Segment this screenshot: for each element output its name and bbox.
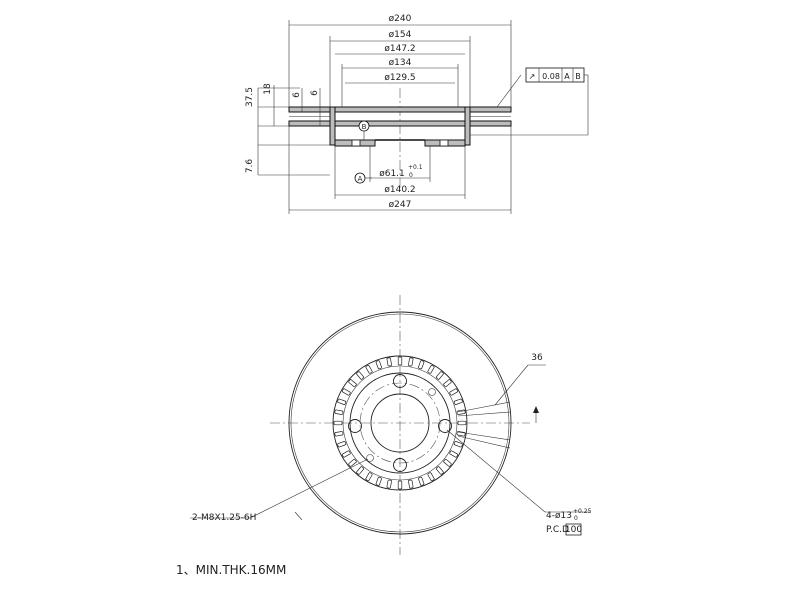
cooling-vanes <box>333 356 467 490</box>
vane-slot <box>443 458 452 467</box>
pcd-value: 100 <box>565 525 582 535</box>
pcd-label: P.C.D <box>546 525 569 535</box>
tolerance-datum-b: B <box>575 72 581 81</box>
datum-b-label: B <box>362 123 367 131</box>
vane-slot <box>341 388 351 396</box>
vane-slot <box>397 480 403 490</box>
dim-text-61: ø61.1 <box>379 169 405 179</box>
vane-slot <box>457 420 467 426</box>
vane-slot <box>365 472 373 482</box>
dim-text-134: ø134 <box>389 58 412 68</box>
datum-a-label: A <box>358 175 363 183</box>
vane-slot <box>443 379 452 388</box>
vane-slot <box>418 476 425 486</box>
dim-text-240: ø240 <box>389 14 412 24</box>
section-arrow-line <box>294 511 303 521</box>
hub-circle <box>349 372 451 474</box>
dim-text-147: ø147.2 <box>384 44 415 54</box>
vane-slot <box>435 371 444 380</box>
vane-slot <box>337 441 347 448</box>
hole-spec-lower-tol: 0 <box>574 515 578 522</box>
vane-slot <box>356 466 365 475</box>
vane-ring-inner <box>342 365 458 481</box>
dim-text-18: 18 <box>263 83 273 95</box>
bolt-hole-section-left <box>351 139 361 147</box>
bolt-hole-bottom <box>393 458 407 472</box>
vane-slot <box>408 357 414 367</box>
plan-view: 36 2-M8X1.25-6H 4-ø13 +0.25 0 P.C.D 100 <box>190 295 592 555</box>
bolt-hole-top <box>393 374 407 388</box>
section-view: ø240 ø154 ø147.2 ø134 ø129.5 ø61.1 +0.1 … <box>245 14 589 214</box>
disc-outer-edge <box>288 311 512 535</box>
thread-hole-upper-right <box>428 388 436 396</box>
vane-slot <box>427 472 435 482</box>
vane-slot <box>375 360 382 370</box>
pcd-value-box <box>565 523 582 536</box>
dim-text-140: ø140.2 <box>384 185 415 195</box>
runout-symbol-icon: ↗ <box>529 72 536 81</box>
min-thickness-note: 1、MIN.THK.16MM <box>176 563 286 577</box>
vane-slot <box>418 360 425 370</box>
bolt-hole-section-right <box>439 139 449 147</box>
vane-slot <box>453 398 463 405</box>
hat-wall-left <box>329 106 336 146</box>
tolerance-value: 0.08 <box>542 72 560 81</box>
vane-slot <box>348 379 357 388</box>
bolt-hole-right <box>438 419 452 433</box>
top-friction-face <box>288 106 512 113</box>
dim-text-129: ø129.5 <box>384 73 415 83</box>
vane-slot <box>386 357 392 367</box>
dim-text-154: ø154 <box>389 30 412 40</box>
vane-slot <box>397 356 403 366</box>
vane-slot <box>408 479 414 489</box>
dim-text-6b: 6 <box>310 90 320 96</box>
dim-text-37: 37.5 <box>245 87 255 107</box>
vane-count-leader <box>494 364 529 406</box>
bottom-friction-face <box>288 120 512 127</box>
vane-slot <box>449 450 459 458</box>
dim-text-6a: 6 <box>292 92 302 98</box>
vane-line-c <box>457 431 511 441</box>
pcd-circle <box>359 382 441 464</box>
thread-hole-lower-left <box>366 454 374 462</box>
vane-slot <box>427 364 435 374</box>
vane-line-a <box>457 401 511 413</box>
vane-slot <box>337 398 347 405</box>
vane-slot <box>334 409 344 415</box>
rotation-arrow-icon <box>533 406 539 413</box>
vane-slot <box>334 431 344 437</box>
vane-line-d <box>457 435 511 449</box>
hole-spec-leader <box>446 429 546 513</box>
vane-slot <box>356 371 365 380</box>
vane-slot <box>333 420 343 426</box>
thread-note-leader <box>249 458 369 519</box>
vane-slot <box>365 364 373 374</box>
vane-slot <box>386 479 392 489</box>
tolerance-leader <box>496 74 522 108</box>
hat-wall-right <box>464 106 471 146</box>
hole-spec-main: 4-ø13 <box>546 511 572 521</box>
bolt-hole-left <box>348 419 362 433</box>
disc-outer-chamfer <box>290 313 510 533</box>
vane-slot <box>453 441 463 448</box>
vane-count-label: 36 <box>531 353 543 363</box>
vane-slot <box>449 388 459 396</box>
vane-slot <box>341 450 351 458</box>
tolerance-datum-a: A <box>564 72 570 81</box>
center-bore <box>370 393 430 453</box>
vane-slot <box>375 476 382 486</box>
vane-ring-outer <box>332 355 468 491</box>
vane-slot <box>348 458 357 467</box>
vane-line-b <box>457 411 511 417</box>
dim-text-61-upper-tol: +0.1 <box>408 164 423 171</box>
dim-text-247: ø247 <box>389 200 412 210</box>
thread-note: 2-M8X1.25-6H <box>192 513 256 523</box>
dim-text-7: 7.6 <box>245 159 255 174</box>
dim-text-61-lower-tol: 0 <box>409 172 413 179</box>
hole-spec-upper-tol: +0.25 <box>573 508 592 515</box>
vane-slot <box>435 466 444 475</box>
